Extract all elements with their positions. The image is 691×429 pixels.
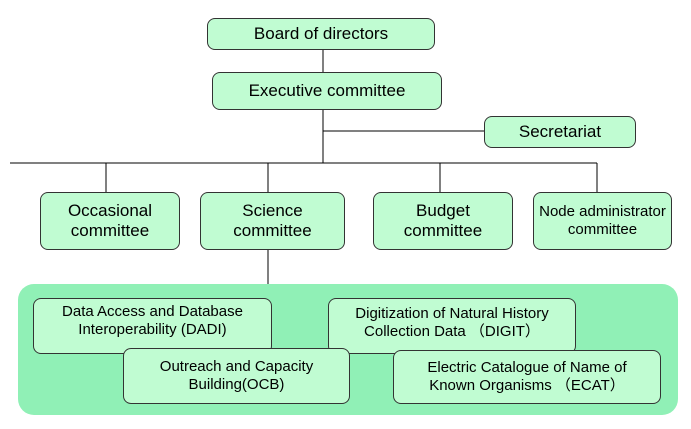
executive-label: Executive committee	[248, 81, 406, 100]
label-line: Known Organisms （ECAT）	[429, 377, 625, 394]
board-label: Board of directors	[253, 24, 389, 43]
label-line: Electric Catalogue of Name of	[427, 359, 627, 376]
label-line: Collection Data （DIGIT）	[364, 323, 540, 340]
secretariat-box: Secretariat	[484, 116, 636, 148]
label-line: committee	[233, 221, 312, 240]
label-line: Interoperability (DADI)	[78, 321, 227, 338]
label-line: Budget	[416, 201, 470, 220]
label-line: Digitization of Natural History	[355, 305, 549, 322]
label-line: Building(OCB)	[188, 376, 285, 393]
label-line: committee	[70, 221, 150, 240]
label-line: Data Access and Database	[62, 303, 243, 320]
label-line: Node administrator	[539, 203, 666, 220]
executive-committee-box: Executive committee	[212, 72, 442, 110]
label-line: committee	[567, 221, 638, 238]
label-line: Outreach and Capacity	[159, 358, 314, 375]
secretariat-label: Secretariat	[518, 122, 602, 141]
board-of-directors-box: Board of directors	[207, 18, 435, 50]
label-line: Occasional	[67, 201, 153, 220]
label-line: committee	[403, 221, 483, 240]
label-line: Science	[242, 201, 303, 220]
